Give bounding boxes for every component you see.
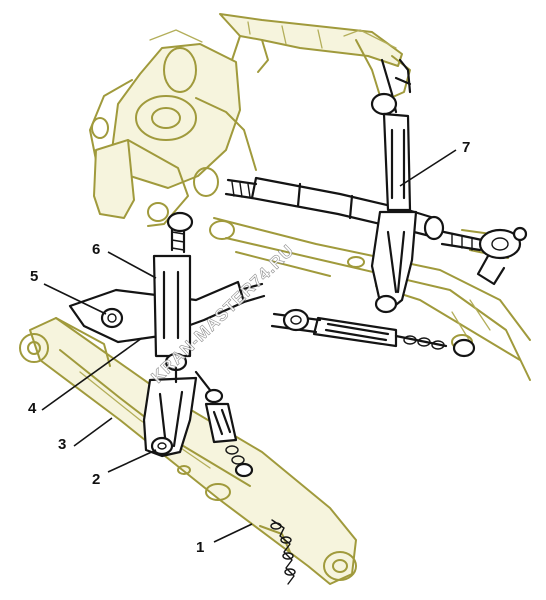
callout-3: 3 (58, 436, 66, 453)
leader-3 (73, 417, 113, 447)
left-stabilizer (194, 370, 254, 478)
callout-2: 2 (92, 471, 100, 488)
callout-5: 5 (30, 268, 38, 285)
left-lift-assembly (68, 211, 266, 458)
leader-4 (41, 337, 143, 411)
leader-lines (41, 149, 457, 543)
leader-2 (107, 449, 157, 473)
callout-7: 7 (462, 139, 470, 156)
leader-1 (213, 523, 253, 543)
callout-4: 4 (28, 400, 37, 417)
leader-5 (43, 283, 107, 315)
leader-7 (399, 149, 457, 187)
callout-1: 1 (196, 539, 204, 556)
hanging-chain (270, 519, 296, 585)
leader-6 (107, 251, 157, 279)
right-stabilizer (270, 308, 476, 358)
right-lift-rod (370, 58, 418, 314)
callout-6: 6 (92, 241, 100, 258)
tractor-frame (89, 13, 411, 227)
